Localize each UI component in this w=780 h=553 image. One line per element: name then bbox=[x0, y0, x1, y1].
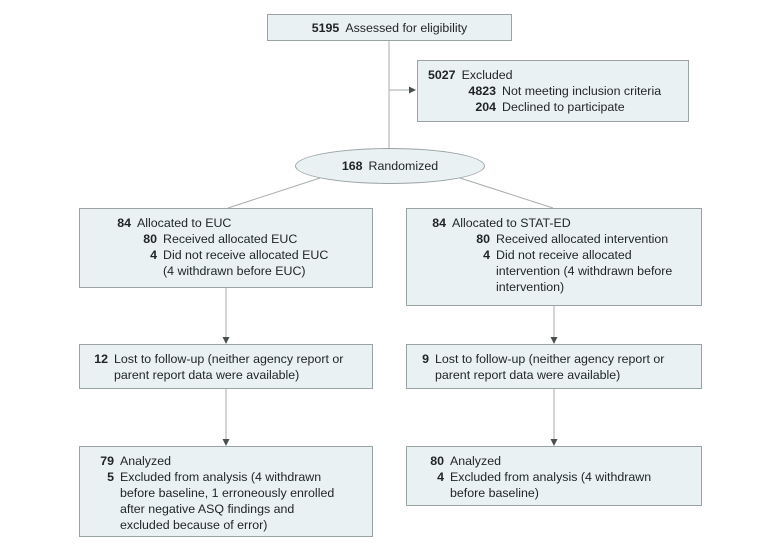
row-text: Did not receive allocated EUC (4 withdra… bbox=[163, 248, 329, 278]
row-text: Analyzed bbox=[120, 454, 171, 468]
flow-row: 79 Analyzed bbox=[90, 453, 364, 469]
flow-row: 80 Analyzed bbox=[417, 453, 693, 469]
arrowhead-excluded bbox=[409, 86, 416, 94]
analyzed-stat-ed-box: 80 Analyzed 4 Excluded from analysis (4 … bbox=[406, 446, 702, 506]
flow-row: 12 Lost to follow-up (neither agency rep… bbox=[90, 351, 364, 383]
count: 84 bbox=[117, 216, 131, 230]
count: 4 bbox=[150, 248, 157, 262]
count: 84 bbox=[432, 216, 446, 230]
line-randomized-to-stated bbox=[459, 177, 554, 209]
flow-row: 5195 Assessed for eligibility bbox=[268, 15, 511, 40]
flow-row: 9 Lost to follow-up (neither agency repo… bbox=[417, 351, 693, 383]
row-text: Received allocated intervention bbox=[496, 232, 669, 246]
count: 79 bbox=[100, 454, 114, 468]
count: 80 bbox=[476, 232, 490, 246]
count: 4823 bbox=[468, 84, 496, 98]
flow-row: 168 Randomized bbox=[342, 149, 438, 183]
flow-row: 80 Received allocated EUC bbox=[90, 231, 364, 247]
excluded-box: 5027 Excluded 4823 Not meeting inclusion… bbox=[417, 60, 689, 122]
arrowhead-lost-stated bbox=[550, 337, 558, 344]
allocation-stat-ed-box: 84 Allocated to STAT-ED 80 Received allo… bbox=[406, 208, 702, 306]
count: 9 bbox=[422, 352, 429, 366]
count: 168 bbox=[341, 159, 363, 173]
count: 12 bbox=[94, 352, 108, 366]
row-text: Received allocated EUC bbox=[163, 232, 298, 246]
row-text: Randomized bbox=[368, 159, 439, 173]
flow-row: 4 Did not receive allocated EUC (4 withd… bbox=[90, 247, 364, 279]
row-text: Not meeting inclusion criteria bbox=[502, 84, 662, 98]
analyzed-euc-box: 79 Analyzed 5 Excluded from analysis (4 … bbox=[79, 446, 373, 537]
count: 204 bbox=[475, 100, 496, 114]
count: 5027 bbox=[428, 68, 456, 82]
eligibility-box: 5195 Assessed for eligibility bbox=[267, 14, 512, 41]
row-text: Analyzed bbox=[450, 454, 501, 468]
row-text: Declined to participate bbox=[502, 100, 625, 114]
allocation-euc-box: 84 Allocated to EUC 80 Received allocate… bbox=[79, 208, 373, 288]
flow-row: 80 Received allocated intervention bbox=[417, 231, 693, 247]
flow-row: 4 Did not receive allocated intervention… bbox=[417, 247, 693, 295]
arrowhead-lost-euc bbox=[222, 337, 230, 344]
flow-row: 84 Allocated to STAT-ED bbox=[417, 215, 693, 231]
count: 4 bbox=[483, 248, 490, 262]
row-text: Assessed for eligibility bbox=[345, 20, 468, 35]
count: 5 bbox=[107, 470, 114, 484]
flow-row: 4823 Not meeting inclusion criteria bbox=[428, 83, 680, 99]
row-text: Did not receive allocated intervention (… bbox=[496, 248, 673, 294]
arrowhead-analyzed-euc bbox=[222, 439, 230, 446]
count: 4 bbox=[437, 470, 444, 484]
row-text: Lost to follow-up (neither agency report… bbox=[435, 352, 665, 382]
flow-row: 84 Allocated to EUC bbox=[90, 215, 364, 231]
count: 5195 bbox=[311, 20, 340, 35]
count: 80 bbox=[430, 454, 444, 468]
row-text: Excluded from analysis (4 withdrawn befo… bbox=[450, 470, 652, 500]
flow-row: 4 Excluded from analysis (4 withdrawn be… bbox=[417, 469, 693, 501]
line-randomized-to-euc bbox=[227, 177, 321, 209]
row-text: Excluded from analysis (4 withdrawn befo… bbox=[120, 470, 335, 532]
row-text: Allocated to EUC bbox=[137, 216, 232, 230]
lost-followup-euc-box: 12 Lost to follow-up (neither agency rep… bbox=[79, 344, 373, 389]
arrowhead-analyzed-stated bbox=[550, 439, 558, 446]
randomized-oval: 168 Randomized bbox=[295, 148, 485, 184]
flow-row: 204 Declined to participate bbox=[428, 99, 680, 115]
row-text: Allocated to STAT-ED bbox=[452, 216, 571, 230]
count: 80 bbox=[143, 232, 157, 246]
row-text: Excluded bbox=[461, 68, 513, 82]
flow-row: 5027 Excluded bbox=[428, 67, 680, 83]
row-text: Lost to follow-up (neither agency report… bbox=[114, 352, 344, 382]
lost-followup-stat-ed-box: 9 Lost to follow-up (neither agency repo… bbox=[406, 344, 702, 389]
flow-row: 5 Excluded from analysis (4 withdrawn be… bbox=[90, 469, 364, 533]
